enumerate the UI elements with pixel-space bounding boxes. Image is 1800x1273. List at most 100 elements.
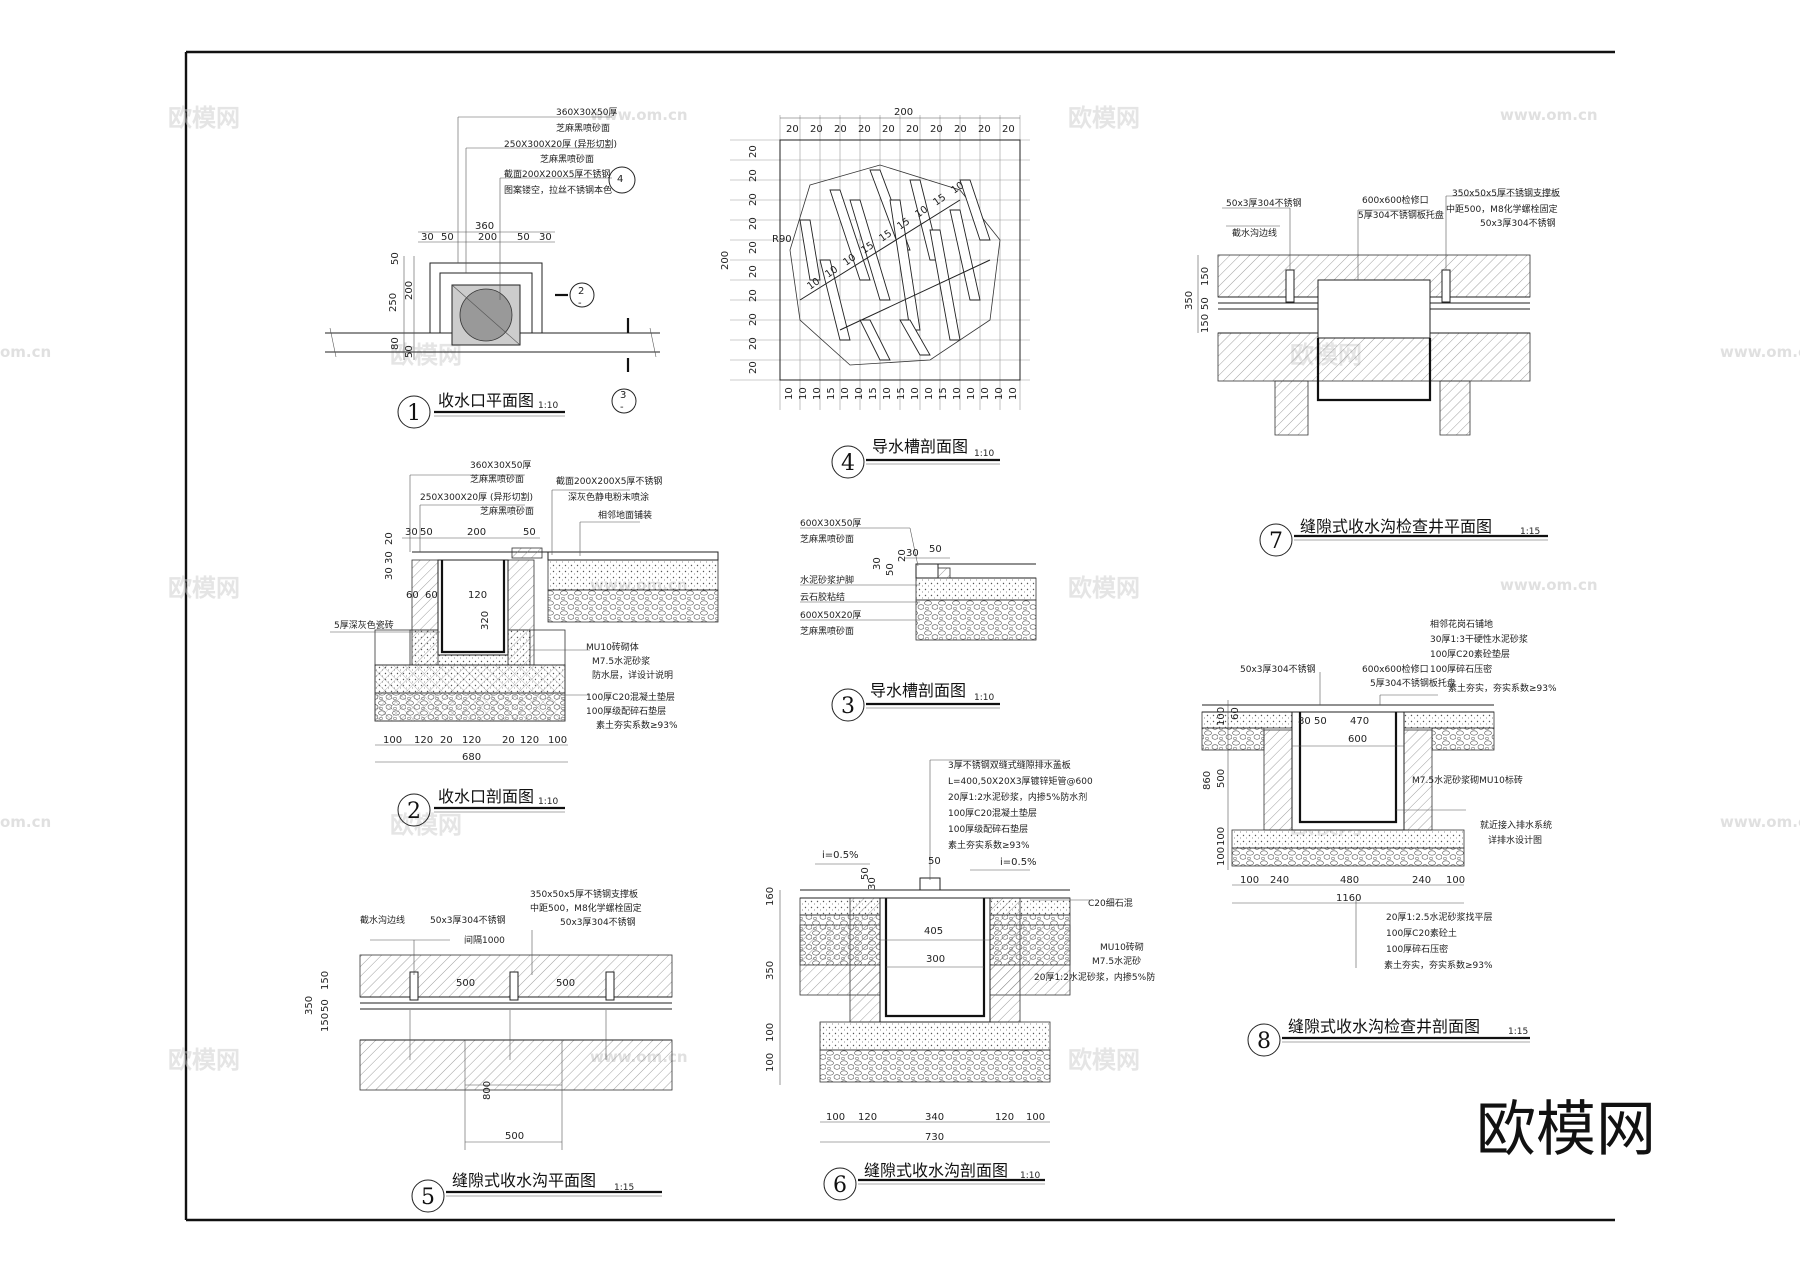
svg-text:120: 120 (858, 1112, 877, 1123)
svg-text:50: 50 (404, 345, 415, 358)
svg-text:200: 200 (478, 232, 497, 243)
grating-bar (929, 229, 961, 341)
watermark-brand: 欧模网 (1068, 1046, 1140, 1074)
detail-title: 缝隙式收水沟平面图 (452, 1171, 596, 1190)
svg-text:30: 30 (872, 557, 883, 570)
dim-bottom: 10 (966, 387, 977, 400)
svg-text:素土夯实，夯实系数≥93%: 素土夯实，夯实系数≥93% (1384, 959, 1493, 971)
svg-text:350x50x5厚不锈钢支撑板: 350x50x5厚不锈钢支撑板 (1452, 187, 1560, 199)
svg-text:50: 50 (1200, 297, 1211, 310)
dim-left: 20 (748, 169, 759, 182)
dim-bottom: 10 (952, 387, 963, 400)
svg-text:100厚碎石压密: 100厚碎石压密 (1386, 943, 1448, 955)
svg-text:350: 350 (765, 961, 776, 980)
svg-text:1:10: 1:10 (538, 797, 558, 807)
svg-text:50x3厚304不锈钢: 50x3厚304不锈钢 (1480, 217, 1556, 229)
svg-text:芝麻黑喷砂面: 芝麻黑喷砂面 (800, 533, 854, 545)
svg-text:1:10: 1:10 (974, 449, 994, 459)
svg-text:30: 30 (539, 232, 552, 243)
svg-text:50: 50 (860, 867, 871, 880)
svg-text:860: 860 (1202, 771, 1213, 790)
dim-left: 20 (748, 337, 759, 350)
sheet-frame (184, 50, 1615, 1222)
dim-bottom: 10 (840, 387, 851, 400)
dim-bottom: 15 (826, 387, 837, 400)
watermark-url: www.om.cn (1720, 813, 1800, 831)
svg-text:7: 7 (1269, 529, 1283, 554)
svg-text:芝麻黑喷砂面: 芝麻黑喷砂面 (470, 473, 524, 485)
svg-text:芝麻黑喷砂面: 芝麻黑喷砂面 (800, 625, 854, 637)
svg-text:150: 150 (320, 1013, 331, 1032)
svg-text:500: 500 (456, 978, 475, 989)
dim-left: 20 (748, 193, 759, 206)
note: 芝麻黑喷砂面 (556, 122, 610, 134)
note: 截面200X200X5厚不锈钢 (504, 168, 610, 180)
svg-text:R90: R90 (772, 234, 792, 245)
svg-text:600x600检修口: 600x600检修口 (1362, 194, 1429, 206)
watermark-brand: 欧模网 (390, 811, 462, 839)
svg-text:1:15: 1:15 (1508, 1027, 1528, 1037)
note: 250X300X20厚 (异形切割) (504, 138, 617, 150)
svg-text:3厚不锈钢双缝式缝隙排水盖板: 3厚不锈钢双缝式缝隙排水盖板 (948, 759, 1071, 771)
svg-text:100厚C20素砼垫层: 100厚C20素砼垫层 (1430, 648, 1510, 660)
dim-bottom: 10 (854, 387, 865, 400)
svg-text:-: - (620, 402, 624, 413)
svg-text:350: 350 (1184, 291, 1195, 310)
dim-bottom: 15 (938, 387, 949, 400)
svg-text:1160: 1160 (1336, 893, 1361, 904)
svg-text:405: 405 (924, 926, 943, 937)
svg-text:80: 80 (390, 337, 401, 350)
watermark-url: www.om.cn (590, 106, 688, 124)
svg-text:相邻地面铺装: 相邻地面铺装 (598, 509, 652, 521)
svg-text:100: 100 (1240, 875, 1259, 886)
svg-text:600X30X50厚: 600X30X50厚 (800, 518, 861, 529)
detail-title: 导水槽剖面图 (870, 681, 966, 700)
svg-text:800: 800 (482, 1081, 493, 1100)
svg-text:50x3厚304不锈钢: 50x3厚304不锈钢 (430, 914, 506, 926)
svg-text:100: 100 (383, 735, 402, 746)
svg-text:水泥砂浆护脚: 水泥砂浆护脚 (800, 574, 854, 586)
dim-top: 20 (1002, 124, 1015, 135)
svg-text:100厚C20混凝土垫层: 100厚C20混凝土垫层 (586, 691, 675, 703)
grating-bar (889, 199, 921, 331)
svg-text:250X300X20厚 (异形切割): 250X300X20厚 (异形切割) (420, 491, 533, 503)
svg-text:200: 200 (894, 107, 913, 118)
svg-text:100: 100 (548, 735, 567, 746)
detail-title: 导水槽剖面图 (872, 437, 968, 456)
svg-text:300: 300 (926, 954, 945, 965)
svg-text:100: 100 (1216, 847, 1227, 866)
svg-text:中距500，M8化学螺栓固定: 中距500，M8化学螺栓固定 (530, 902, 642, 914)
grating-bar (799, 219, 821, 281)
dim-bottom: 10 (784, 387, 795, 400)
svg-text:20厚1:2水泥砂浆，内掺5%防水剂: 20厚1:2水泥砂浆，内掺5%防水剂 (948, 791, 1087, 803)
svg-text:50: 50 (885, 563, 896, 576)
svg-text:30厚1:3干硬性水泥砂浆: 30厚1:3干硬性水泥砂浆 (1430, 633, 1528, 645)
svg-text:50: 50 (1314, 716, 1327, 727)
svg-text:就近接入排水系统: 就近接入排水系统 (1480, 819, 1552, 831)
detail-number: 1 (407, 401, 421, 426)
svg-text:30: 30 (906, 548, 919, 559)
grating-bar (819, 259, 851, 341)
svg-text:30: 30 (405, 527, 418, 538)
watermark-brand: 欧模网 (1068, 574, 1140, 602)
brand-logo: 欧模网 (1476, 1095, 1656, 1165)
dim-top: 20 (954, 124, 967, 135)
svg-text:MU10砖砌: MU10砖砌 (1100, 941, 1144, 953)
svg-text:30: 30 (384, 551, 395, 564)
dim-top: 20 (858, 124, 871, 135)
grating-bar (959, 179, 991, 241)
svg-text:20: 20 (440, 735, 453, 746)
svg-text:150: 150 (1200, 314, 1211, 333)
svg-text:100: 100 (1446, 875, 1465, 886)
svg-text:50: 50 (441, 232, 454, 243)
svg-text:160: 160 (765, 887, 776, 906)
svg-text:120: 120 (462, 735, 481, 746)
detail-1-plan: 360X30X50厚 芝麻黑喷砂面 250X300X20厚 (异形切割) 芝麻黑… (325, 107, 660, 429)
svg-text:350x50x5厚不锈钢支撑板: 350x50x5厚不锈钢支撑板 (530, 888, 638, 900)
svg-text:100: 100 (765, 1053, 776, 1072)
svg-text:5厚304不锈钢板托盘: 5厚304不锈钢板托盘 (1370, 677, 1456, 689)
note: 图案镂空，拉丝不锈钢本色 (504, 184, 612, 196)
svg-text:200: 200 (467, 527, 486, 538)
dim-left: 20 (748, 361, 759, 374)
